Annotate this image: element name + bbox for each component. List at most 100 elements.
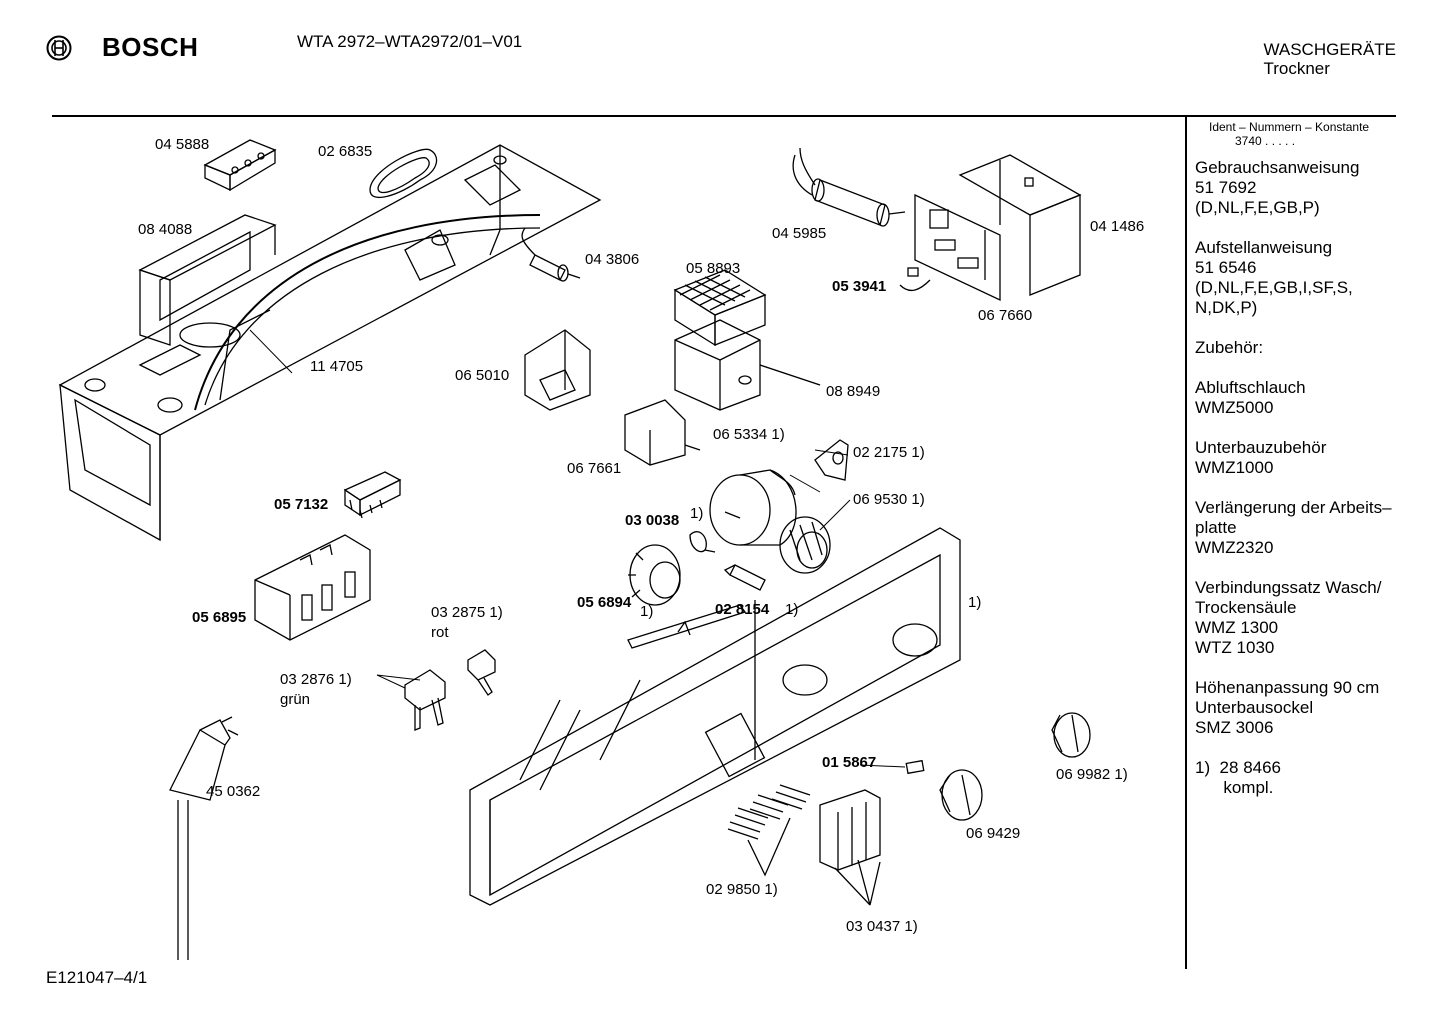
category-line2: Trockner	[1263, 59, 1330, 78]
bosch-logo-icon	[46, 35, 72, 60]
part-056894	[628, 544, 681, 606]
exploded-diagram	[58, 139, 1091, 960]
label-065334: 06 5334 1)	[713, 426, 785, 443]
leader-lines	[249, 329, 906, 768]
part-041486	[958, 154, 1082, 296]
label-088949: 08 8949	[826, 383, 881, 400]
sidebar-line: Unterbausockel	[1195, 698, 1314, 717]
label-041486: 04 1486	[1090, 218, 1145, 235]
ident-value: 3740 . . . . .	[1235, 134, 1296, 148]
ident-header: Ident – Nummern – Konstante	[1209, 120, 1370, 134]
part-026835	[369, 148, 438, 199]
label-030437: 03 0437 1)	[846, 918, 918, 935]
sidebar-line: (D,NL,F,E,GB,I,SF,S,	[1195, 278, 1353, 297]
part-084088	[138, 214, 277, 346]
sidebar-line: Abluftschlauch	[1195, 378, 1306, 397]
sidebar-line: WMZ5000	[1195, 398, 1274, 417]
label-067660: 06 7660	[978, 307, 1033, 324]
label-069530: 06 9530 1)	[853, 491, 925, 508]
part-058893	[673, 269, 767, 347]
part-029850	[727, 784, 811, 877]
label-043806: 04 3806	[585, 251, 640, 268]
cover-frame-114705	[58, 144, 602, 542]
label-450362: 45 0362	[206, 783, 261, 800]
brand: BOSCH	[46, 32, 198, 63]
part-069429	[939, 769, 983, 821]
sidebar-line: Höhenanpassung 90 cm	[1195, 678, 1380, 697]
sidebar-line: Zubehör:	[1195, 338, 1264, 357]
part-069530	[779, 516, 831, 574]
label-056895: 05 6895	[192, 609, 247, 626]
sidebar-info: Ident – Nummern – Konstante 3740 . . . .…	[1195, 120, 1435, 818]
part-067661	[624, 399, 701, 466]
footer-code: E121047–4/1	[46, 968, 148, 987]
label-045888: 04 5888	[155, 136, 210, 153]
sidebar-line: N,DK,P)	[1195, 298, 1258, 317]
sidebar-line: WMZ1000	[1195, 458, 1274, 477]
label-032875: 03 2875 1)	[431, 604, 503, 621]
category: WASCHGERÄTE Trockner	[1263, 40, 1396, 78]
sidebar-line: Verbindungssatz Wasch/	[1195, 578, 1382, 597]
part-053941	[899, 267, 931, 292]
part-032876	[404, 669, 446, 731]
sidebar-line: Trockensäule	[1195, 598, 1297, 617]
part-065010	[524, 329, 591, 411]
sidebar-block: 1) 28 8466 kompl.	[1195, 758, 1435, 798]
part-065334	[709, 469, 797, 546]
sidebar-line: 51 7692	[1195, 178, 1257, 197]
label-030038: 03 0038	[625, 512, 680, 529]
part-022175	[814, 439, 849, 481]
sidebar-line: Verlängerung der Arbeits–	[1195, 498, 1392, 517]
part-069982	[1051, 712, 1091, 758]
sidebar-line: platte	[1195, 518, 1237, 537]
label-057132: 05 7132	[274, 496, 329, 513]
control-panel	[469, 527, 961, 906]
sidebar-line: WTZ 1030	[1195, 638, 1275, 657]
label-067661: 06 7661	[567, 460, 622, 477]
sidebar-line: WMZ2320	[1195, 538, 1274, 557]
sidebar-line: (D,NL,F,E,GB,P)	[1195, 198, 1320, 217]
label-084088: 08 4088	[138, 221, 193, 238]
category-line1: WASCHGERÄTE	[1263, 40, 1396, 59]
label-030038-note: 1)	[690, 505, 704, 522]
label-058893: 05 8893	[686, 260, 741, 277]
sidebar-line: Aufstellanweisung	[1195, 238, 1333, 257]
part-067660	[914, 193, 1001, 302]
label-032876: 03 2876 1)	[280, 671, 352, 688]
header-divider	[52, 115, 1396, 117]
sidebar-line: 1) 28 8466	[1195, 758, 1282, 777]
label-028154: 02 8154	[715, 601, 770, 618]
sidebar-line: WMZ 1300	[1195, 618, 1279, 637]
part-450362	[169, 716, 239, 960]
sidebar-divider	[1185, 117, 1187, 969]
part-057132	[343, 471, 402, 519]
part-032875	[467, 649, 496, 696]
label-114705: 11 4705	[310, 358, 364, 375]
label-065010: 06 5010	[455, 367, 510, 384]
part-030437	[819, 789, 881, 906]
label-022175: 02 2175 1)	[853, 444, 925, 461]
part-045888	[203, 139, 277, 192]
model-number: WTA 2972–WTA2972/01–V01	[297, 32, 523, 51]
label-053941: 05 3941	[832, 278, 887, 295]
label-015867: 01 5867	[822, 754, 877, 771]
label-029850: 02 9850 1)	[706, 881, 778, 898]
part-045985	[792, 147, 906, 227]
label-032875-color: rot	[431, 624, 449, 641]
label-032876-color: grün	[280, 691, 311, 708]
label-069429: 06 9429	[966, 825, 1021, 842]
sidebar-line: Unterbauzubehör	[1195, 438, 1327, 457]
part-030038	[689, 531, 716, 553]
sidebar-line: kompl.	[1195, 778, 1274, 797]
sidebar-line: Gebrauchsanweisung	[1195, 158, 1360, 177]
sidebar-line: SMZ 3006	[1195, 718, 1274, 737]
label-panel-note: 1)	[968, 594, 982, 611]
